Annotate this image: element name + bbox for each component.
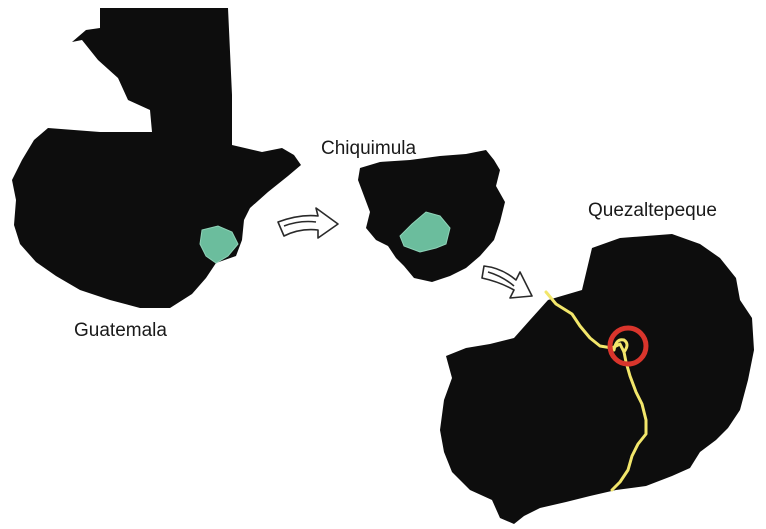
label-municipality: Quezaltepeque [588,200,717,221]
guatemala-shape [12,8,301,308]
road-loop [612,338,629,354]
quezaltepeque-shape [440,234,754,524]
label-country: Guatemala [74,320,167,341]
quezaltepeque-highlight-on-chiquimula [399,211,451,253]
hand-drawn-arrow-icon [277,207,339,239]
hand-drawn-arrow-icon [481,265,533,299]
road-line [544,290,648,492]
label-department: Chiquimula [321,138,417,159]
chiquimula-highlight-on-guatemala [199,225,239,264]
red-circle-marker-icon [607,325,649,367]
